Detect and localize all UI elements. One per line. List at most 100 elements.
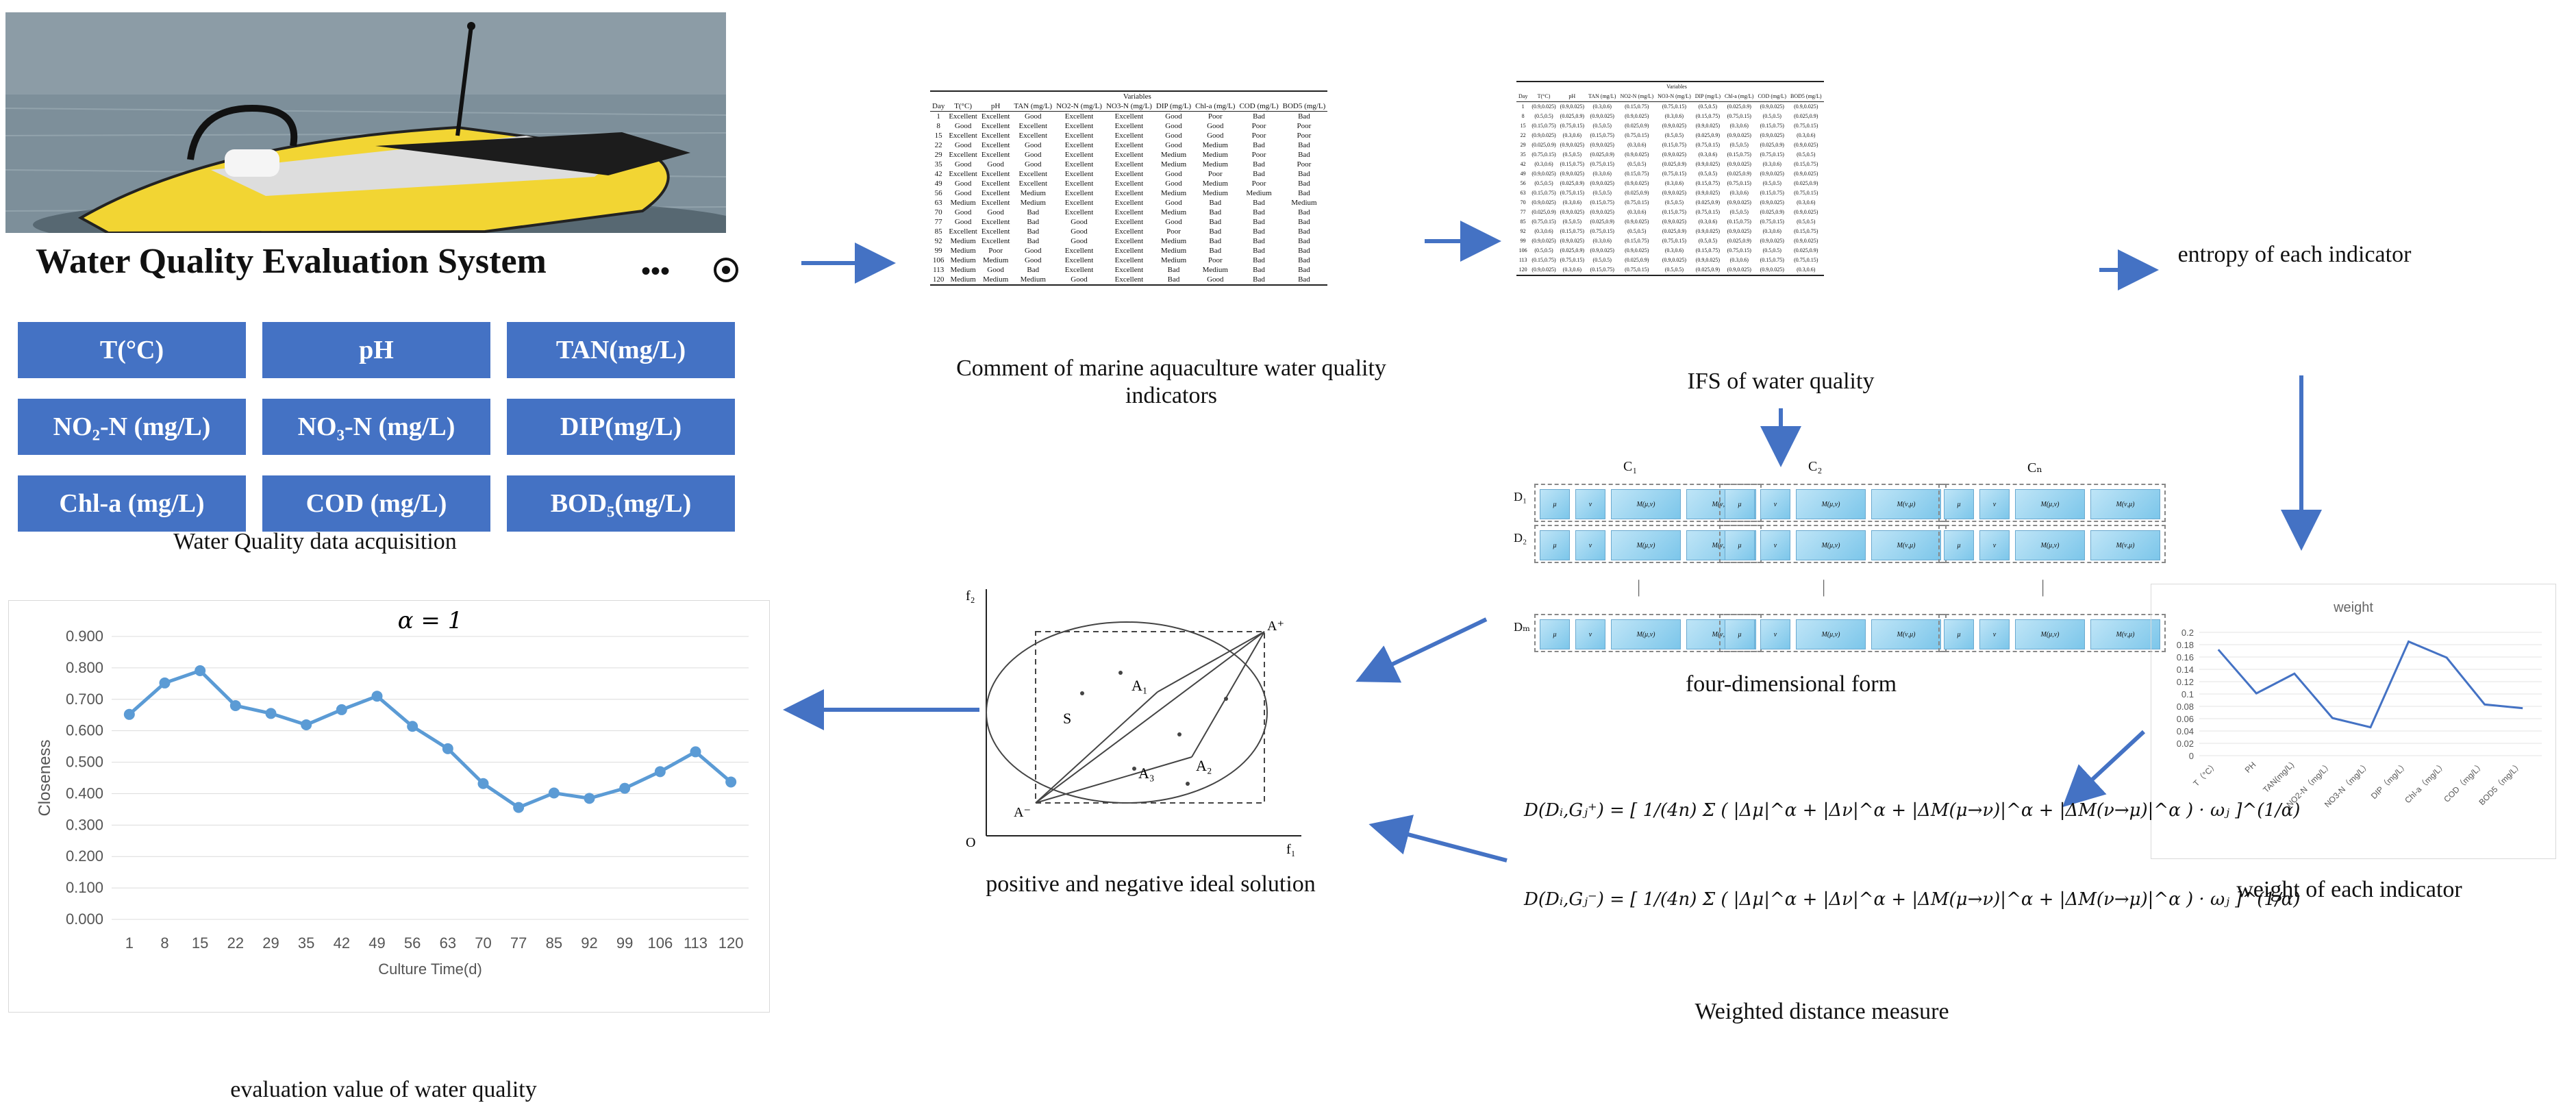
comment-table-header: T(°C) xyxy=(947,101,979,112)
table-cell: Medium xyxy=(1160,208,1187,216)
table-cell: (0.9,0.025) xyxy=(1590,113,1614,119)
a-minus-label: A⁻ xyxy=(1014,805,1031,820)
y-tick-label: 0.700 xyxy=(66,691,103,708)
arrow-weight-to-distance xyxy=(2062,730,2146,808)
table-cell: Poor xyxy=(1297,132,1312,140)
table-cell: 85 xyxy=(934,227,942,236)
table-cell: 106 xyxy=(932,256,945,264)
four-dim-cell: ν xyxy=(1979,489,2010,519)
table-row: 85(0.75,0.15)(0.5,0.5)(0.025,0.9)(0.9,0.… xyxy=(1516,217,1824,227)
table-cell: 1 xyxy=(1521,103,1525,110)
closeness-series-line xyxy=(128,669,732,810)
table-cell: (0.5,0.5) xyxy=(1762,113,1781,119)
table-row: 70(0.9,0.025)(0.3,0.6)(0.15,0.75)(0.75,0… xyxy=(1516,198,1824,208)
table-cell: Excellent xyxy=(949,132,977,140)
table-cell: Excellent xyxy=(1114,256,1144,264)
table-row: 29(0.025,0.9)(0.9,0.025)(0.9,0.025)(0.3,… xyxy=(1516,140,1824,150)
table-cell: Excellent xyxy=(1064,266,1094,274)
table-cell: Excellent xyxy=(981,132,1010,140)
x-tick-label: 15 xyxy=(192,934,208,952)
data-point xyxy=(690,746,701,758)
y-axis-label: Closeness xyxy=(36,739,54,816)
table-cell: (0.15,0.75) xyxy=(1695,180,1721,186)
table-cell: (0.025,0.9) xyxy=(1625,190,1649,196)
table-cell: Excellent xyxy=(1114,247,1144,255)
table-cell: Bad xyxy=(1027,237,1040,245)
table-cell: 106 xyxy=(1518,247,1527,253)
table-cell: Bad xyxy=(1209,199,1222,207)
point-a3: A₃ xyxy=(1138,765,1155,782)
table-row: 99(0.9,0.025)(0.9,0.025)(0.3,0.6)(0.15,0… xyxy=(1516,236,1824,246)
table-cell: (0.75,0.15) xyxy=(1794,190,1818,196)
four-dim-cell: μ xyxy=(1944,619,1974,649)
row-label-dm: Dₘ xyxy=(1514,620,1531,634)
table-cell: Excellent xyxy=(981,122,1010,130)
table-cell: Poor xyxy=(1208,170,1223,178)
col-header-c2: C₂ xyxy=(1808,459,1823,474)
table-cell: Bad xyxy=(1280,275,1328,286)
table-cell: Excellent xyxy=(1018,179,1048,188)
table-cell: Good xyxy=(954,160,972,169)
table-cell: Bad xyxy=(1027,266,1040,274)
param-chla: Chl-a (mg/L) xyxy=(18,475,246,532)
table-cell: (0.15,0.75) xyxy=(1727,151,1751,158)
table-cell: (0.5,0.5) xyxy=(1698,103,1718,110)
vertical-ellipsis: | xyxy=(1822,577,1826,597)
four-dim-cell: μ xyxy=(1944,489,1974,519)
table-cell: Poor xyxy=(1297,160,1312,169)
table-cell: (0.5,0.5) xyxy=(1592,123,1612,129)
table-cell: Bad xyxy=(1298,208,1310,216)
param-cod: COD (mg/L) xyxy=(262,475,490,532)
line-a2 xyxy=(1035,756,1192,804)
four-dim-cell: μ xyxy=(1540,530,1570,560)
col-header-c1: C₁ xyxy=(1623,459,1638,474)
x-tick-label: 106 xyxy=(647,934,673,952)
closeness-chart: α = 10.0000.1000.2000.3000.4000.5000.600… xyxy=(36,607,749,978)
caption-acquisition: Water Quality data acquisition xyxy=(173,529,457,554)
four-dim-cell: μ xyxy=(1540,619,1570,649)
table-cell: (0.9,0.025) xyxy=(1625,113,1649,119)
table-cell: (0.3,0.6) xyxy=(1729,123,1749,129)
table-cell: Excellent xyxy=(1114,151,1144,159)
x-tick-label: PH xyxy=(2243,760,2258,775)
line-ideal xyxy=(1035,631,1265,804)
table-row: 42(0.3,0.6)(0.15,0.75)(0.75,0.15)(0.5,0.… xyxy=(1516,160,1824,169)
table-cell: Medium xyxy=(1160,247,1187,255)
table-cell: Bad xyxy=(1298,256,1310,264)
table-cell: (0.3,0.6) xyxy=(1729,190,1749,196)
table-cell: (0.3,0.6) xyxy=(1797,132,1816,138)
table-cell: Excellent xyxy=(981,218,1010,226)
table-cell: (0.025,0.9) xyxy=(1560,180,1584,186)
four-dim-cell: ν xyxy=(1760,619,1790,649)
four-dim-cell: M(ν,μ) xyxy=(2090,530,2160,560)
table-cell: (0.9,0.025) xyxy=(1760,103,1784,110)
table-cell: (0.9,0.025) xyxy=(1695,228,1721,234)
caption-weight-each: weight of each indicator xyxy=(2236,877,2462,902)
table-cell: 63 xyxy=(934,199,942,207)
table-cell: (0.5,0.5) xyxy=(1664,132,1684,138)
table-cell: (0.75,0.15) xyxy=(1662,238,1687,244)
data-point xyxy=(265,708,277,719)
table-cell: Excellent xyxy=(1114,218,1144,226)
y-tick-label: 0.800 xyxy=(66,659,103,676)
table-cell: (0.5,0.5) xyxy=(1534,113,1553,119)
table-cell: (0.9,0.025) xyxy=(1625,180,1649,186)
caption-entropy: entropy of each indicator xyxy=(2177,242,2412,267)
table-cell: (0.9,0.025) xyxy=(1531,103,1556,110)
table-cell: Medium xyxy=(1160,160,1187,169)
table-cell: (0.9,0.025) xyxy=(1695,123,1721,129)
table-row: 120(0.9,0.025)(0.3,0.6)(0.15,0.75)(0.75,… xyxy=(1516,265,1824,276)
table-cell: Excellent xyxy=(1114,189,1144,197)
table-cell: Excellent xyxy=(1018,132,1048,140)
comment-table-header: Day xyxy=(930,101,947,112)
param-tan: TAN(mg/L) xyxy=(507,322,735,378)
table-cell: (0.9,0.025) xyxy=(1560,103,1584,110)
ifs-table-header: NO3-N (mg/L) xyxy=(1655,92,1693,102)
table-cell: (0.025,0.9) xyxy=(1590,219,1614,225)
table-cell: Excellent xyxy=(1064,122,1094,130)
table-cell: Bad xyxy=(1298,189,1310,197)
